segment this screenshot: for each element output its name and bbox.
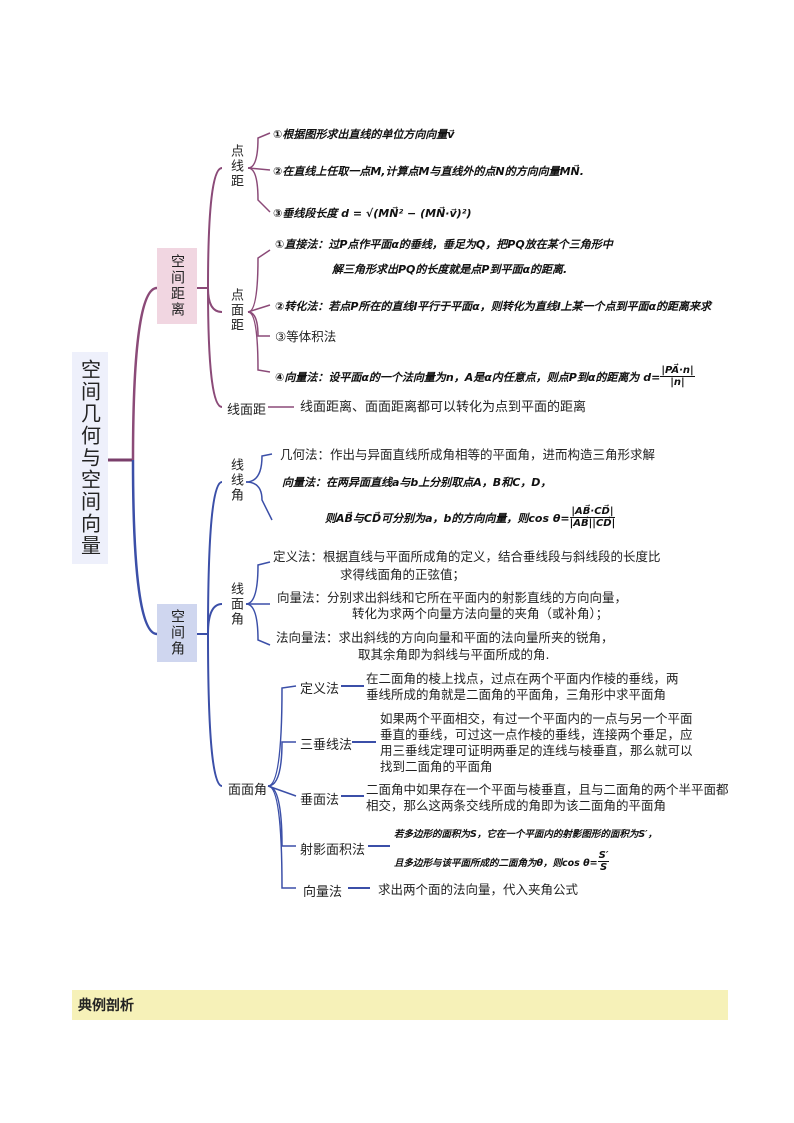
line-line-item-1: 几何法：作出与异面直线所成角相等的平面角，进而构造三角形求解: [280, 447, 656, 462]
line-plane-angle-label: 线面角: [228, 582, 243, 627]
line-plane-distance-label: 线面距: [227, 403, 267, 418]
line-line-item-3: 则AB⃗与CD⃗可分别为a，b的方向向量，则cos θ= |AB⃗·CD⃗| |…: [325, 506, 615, 529]
point-plane-item-3: ③等体积法: [275, 329, 337, 344]
point-plane-label: 点面距: [228, 288, 243, 333]
dihedral-projection-line-2-text: 且多边形与该平面所成的二面角为θ，则cos θ=: [394, 857, 598, 869]
line-plane-angle-item-3: 法向量法：求出斜线的方向向量和平面的法向量所夹的锐角，: [276, 630, 614, 645]
line-line-label: 线线角: [228, 458, 243, 503]
dihedral-three-perp-line-2: 垂直的垂线，可过这一点作棱的垂线，连接两个垂足，应: [380, 727, 693, 742]
section-header-examples: 典例剖析: [72, 990, 728, 1020]
branch-distance-title: 空间距离: [169, 254, 185, 318]
point-line-label: 点线距: [228, 144, 243, 189]
line-line-item-3-text: 则AB⃗与CD⃗可分别为a，b的方向向量，则cos θ=: [325, 511, 570, 525]
branch-distance: 空间距离: [157, 248, 197, 324]
point-plane-item-1b: 解三角形求出PQ的长度就是点P到平面α的距离.: [332, 263, 568, 276]
root-node: 空间几何与空间向量: [72, 352, 108, 564]
dihedral-label: 面面角: [228, 783, 268, 798]
dihedral-three-perp-line-3: 用三垂线定理可证明两垂足的连线与棱垂直，那么就可以: [380, 743, 693, 758]
dihedral-projection-line-2: 且多边形与该平面所成的二面角为θ，则cos θ= S′ S: [394, 850, 610, 873]
root-title: 空间几何与空间向量: [77, 359, 102, 557]
dihedral-perp-plane-line-2: 相交，那么这两条交线所成的角即为该二面角的平面角: [366, 798, 667, 813]
dihedral-projection-line-1: 若多边形的面积为S，它在一个平面内的射影图形的面积为S′，: [394, 829, 658, 840]
line-line-item-2: 向量法：在两异面直线a与b上分别取点A，B和C，D，: [282, 476, 552, 489]
dihedral-three-perp-line-4: 找到二面角的平面角: [380, 759, 493, 774]
line-plane-angle-item-2b: 转化为求两个向量方法向量的夹角（或补角）；: [352, 606, 609, 621]
dihedral-definition-line-2: 垂线所成的角就是二面角的平面角，三角形中求平面角: [366, 687, 667, 702]
cos-formula-num: |AB⃗·CD⃗|: [570, 506, 615, 518]
dihedral-method-three-perp: 三垂线法: [300, 738, 353, 753]
point-line-item-1: ①根据图形求出直线的单位方向向量v⃗: [273, 128, 455, 141]
dihedral-method-perp-plane: 垂面法: [300, 793, 340, 808]
section-header-examples-text: 典例剖析: [78, 998, 134, 1014]
projection-formula-den: S: [599, 862, 608, 873]
line-plane-angle-item-1: 定义法：根据直线与平面所成角的定义，结合垂线段与斜线段的长度比: [273, 549, 661, 564]
branch-angle-title: 空间角: [169, 609, 185, 657]
point-plane-item-4-text: ④向量法：设平面α的一个法向量为n，A是α内任意点，则点P到α的距离为 d=: [275, 370, 661, 384]
projection-formula: S′ S: [597, 850, 610, 873]
line-plane-angle-item-1b: 求得线面角的正弦值；: [340, 567, 466, 582]
branch-angle: 空间角: [157, 604, 197, 662]
point-plane-item-1: ①直接法：过P点作平面α的垂线，垂足为Q，把PQ放在某个三角形中: [275, 238, 613, 251]
dihedral-definition-line-1: 在二面角的棱上找点，过点在两个平面内作棱的垂线，两: [366, 671, 679, 686]
dihedral-three-perp-line-1: 如果两个平面相交，有过一个平面内的一点与另一个平面: [380, 711, 693, 726]
cos-formula: |AB⃗·CD⃗| |AB⃗||CD⃗|: [570, 506, 616, 529]
line-plane-distance-text: 线面距离、面面距离都可以转化为点到平面的距离: [300, 400, 587, 415]
point-line-item-3: ③垂线段长度 d = √(MN⃗² − (MN⃗·v⃗)²): [273, 207, 472, 220]
point-plane-item-2: ②转化法：若点P所在的直线l平行于平面α，则转化为直线l上某一个点到平面α的距离…: [275, 300, 712, 313]
point-line-item-2: ②在直线上任取一点M,计算点M与直线外的点N的方向向量MN⃗.: [273, 165, 584, 178]
point-plane-item-4: ④向量法：设平面α的一个法向量为n，A是α内任意点，则点P到α的距离为 d= |…: [275, 365, 695, 388]
line-plane-angle-item-3b: 取其余角即为斜线与平面所成的角.: [358, 647, 550, 662]
dihedral-method-projection: 射影面积法: [300, 843, 366, 858]
distance-formula-num: |PA⃗·n|: [660, 365, 695, 377]
line-plane-angle-item-2: 向量法：分别求出斜线和它所在平面内的射影直线的方向向量，: [277, 590, 628, 605]
dihedral-perp-plane-line-1: 二面角中如果存在一个平面与棱垂直，且与二面角的两个半平面都: [366, 782, 729, 797]
dihedral-method-vector: 向量法: [303, 885, 343, 900]
dihedral-method-definition: 定义法: [300, 682, 340, 697]
dihedral-vector-line-1: 求出两个面的法向量，代入夹角公式: [378, 882, 579, 897]
distance-formula-den: |n|: [670, 377, 685, 388]
projection-formula-num: S′: [597, 850, 610, 862]
cos-formula-den: |AB⃗||CD⃗|: [569, 518, 616, 529]
distance-formula: |PA⃗·n| |n|: [660, 365, 695, 388]
